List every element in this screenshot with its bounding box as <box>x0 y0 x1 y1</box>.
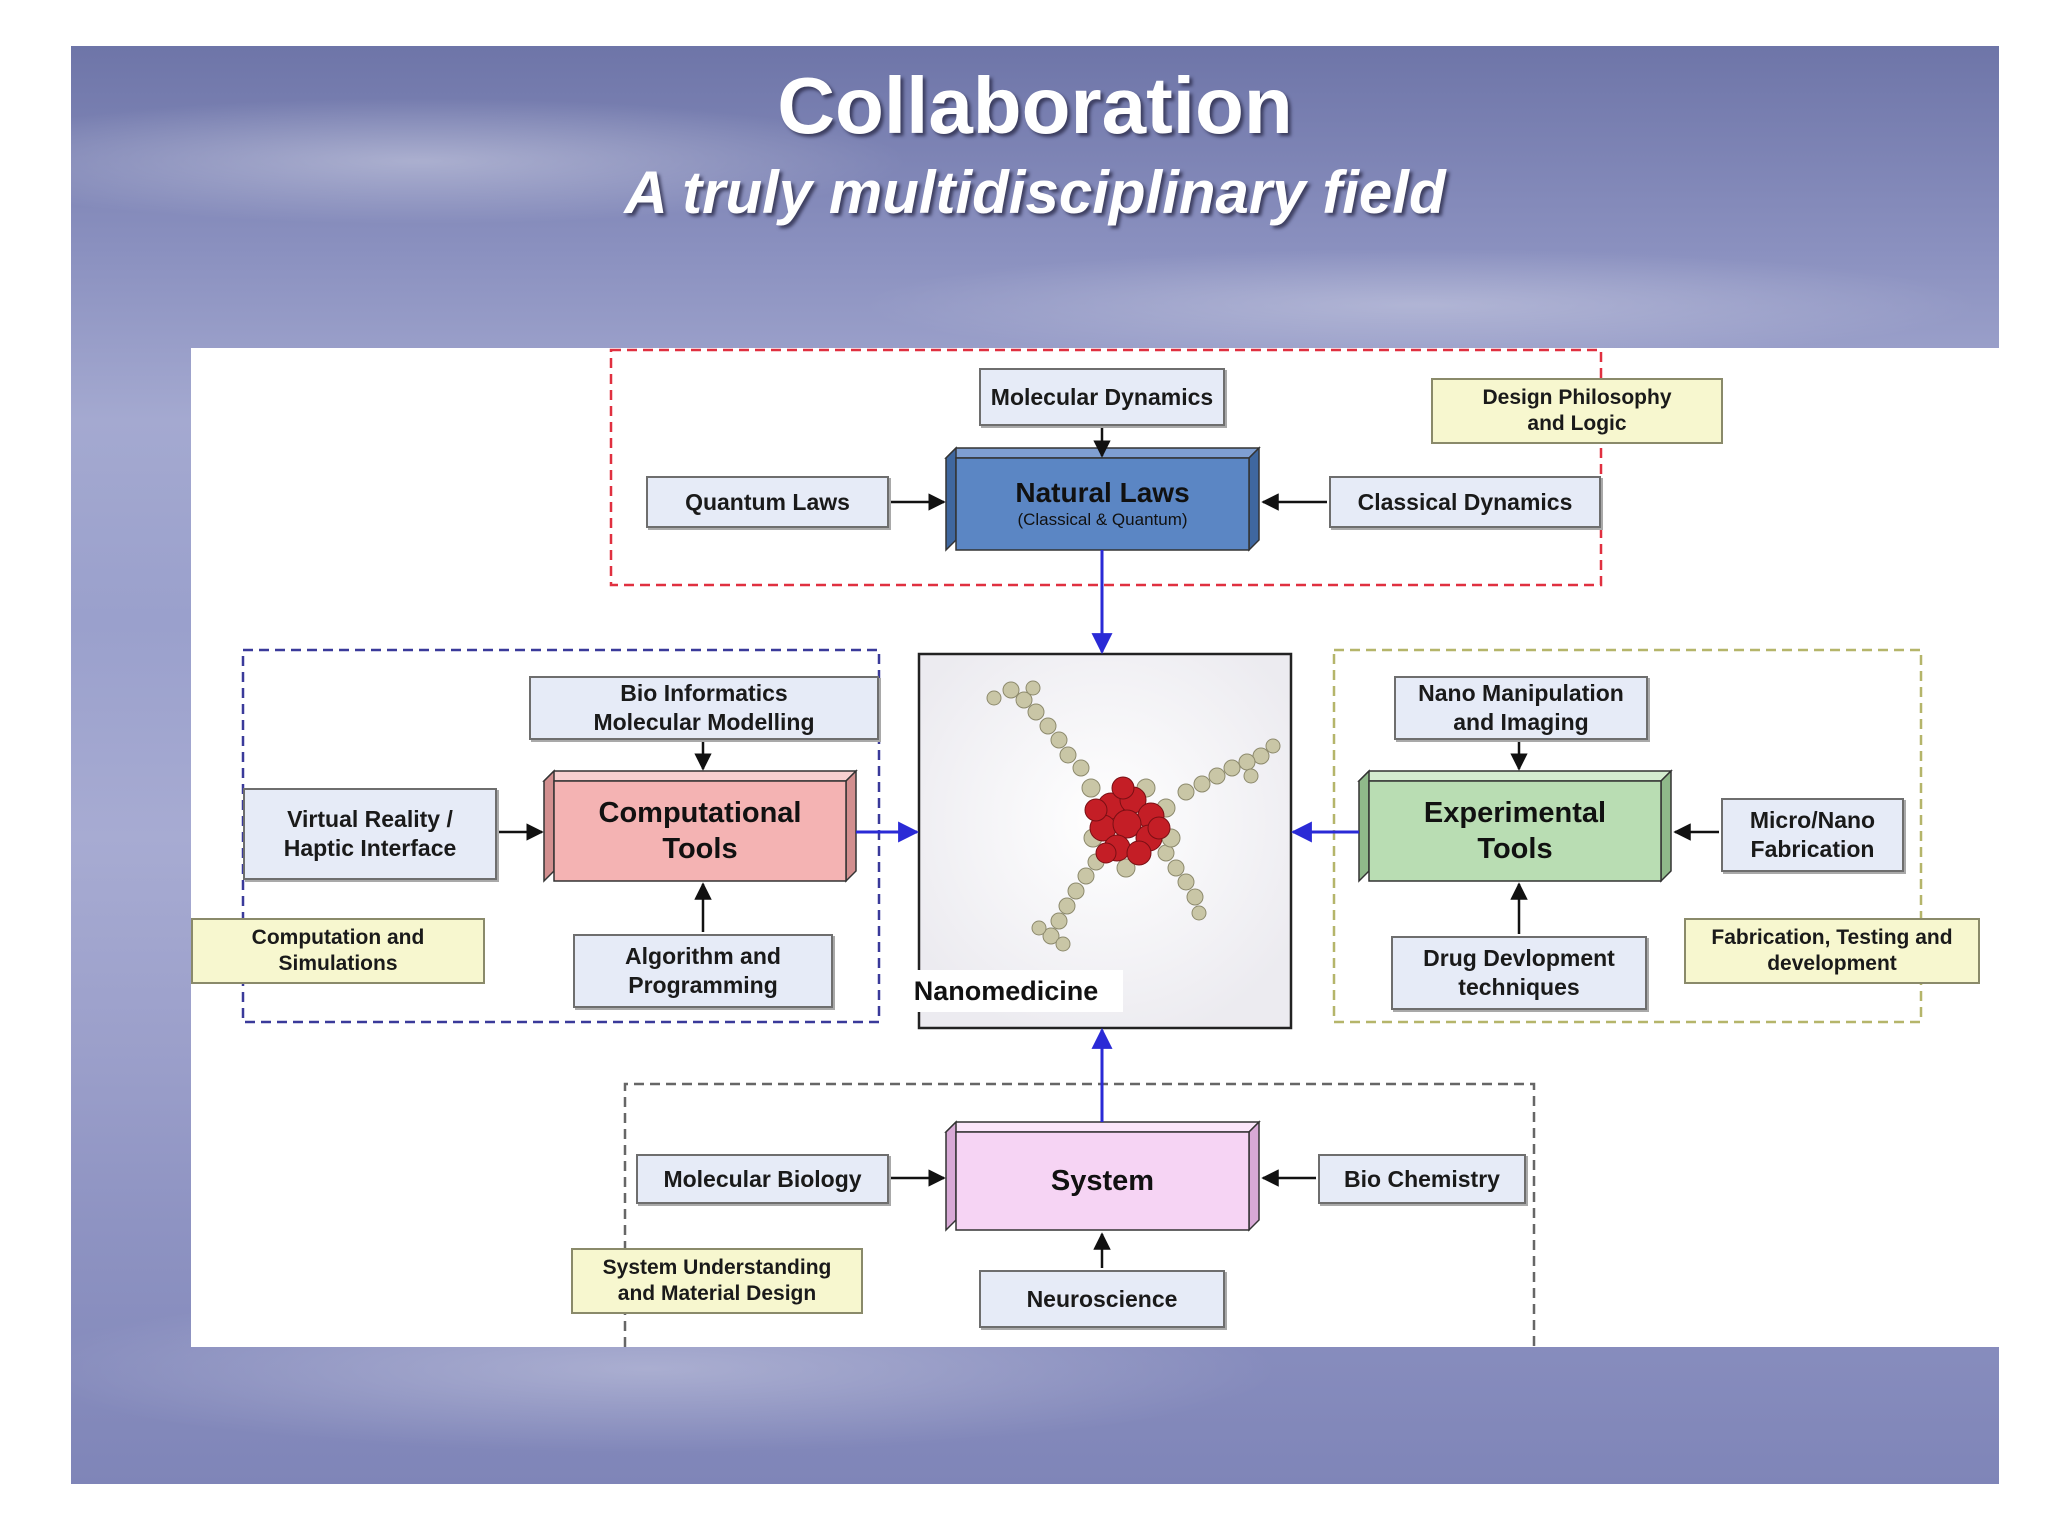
quantum-laws-box: Quantum Laws <box>646 476 889 528</box>
natural-laws-subtitle: (Classical & Quantum) <box>1017 510 1188 529</box>
molecular-biology-box: Molecular Biology <box>636 1154 889 1204</box>
slide: Collaboration A truly multidisciplinary … <box>71 46 1999 1484</box>
natural-laws-label: Natural Laws (Classical & Quantum) <box>956 458 1249 550</box>
group-natural-laws-outline <box>609 348 1603 587</box>
experimental-tools-label: Experimental Tools <box>1423 797 1607 865</box>
diagram-canvas: Natural Laws (Classical & Quantum) Compu… <box>191 348 1999 1347</box>
virtual-reality-box: Virtual Reality / Haptic Interface <box>243 788 497 880</box>
computation-simulations-note: Computation and Simulations <box>191 918 485 984</box>
slide-subtitle: A truly multidisciplinary field <box>624 159 1446 226</box>
experimental-tools-block <box>1357 769 1673 883</box>
system-block <box>944 1120 1261 1232</box>
bio-chemistry-box: Bio Chemistry <box>1318 1154 1526 1204</box>
computational-tools-block <box>542 769 858 883</box>
diagram-graphics <box>241 348 1923 1347</box>
natural-laws-block <box>944 446 1261 552</box>
slide-title: Collaboration <box>777 61 1293 150</box>
group-system-outline <box>623 1082 1536 1347</box>
nano-manipulation-box: Nano Manipulation and Imaging <box>1394 676 1648 740</box>
fabrication-testing-note: Fabrication, Testing and development <box>1684 918 1980 984</box>
drug-development-box: Drug Devlopment techniques <box>1391 936 1647 1010</box>
nanoparticle-illustration <box>986 680 1281 952</box>
system-label: System <box>1050 1164 1155 1197</box>
classical-dynamics-box: Classical Dynamics <box>1329 476 1601 528</box>
computational-tools-label: Computational Tools <box>598 797 802 865</box>
natural-laws-title: Natural Laws <box>1015 477 1190 508</box>
molecular-dynamics-box: Molecular Dynamics <box>979 368 1225 426</box>
group-experimental-outline <box>1332 648 1923 1024</box>
bio-informatics-box: Bio Informatics Molecular Modelling <box>529 676 879 740</box>
system-understanding-note: System Understanding and Material Design <box>571 1248 863 1314</box>
neuroscience-box: Neuroscience <box>979 1270 1225 1328</box>
micro-nano-fabrication-box: Micro/Nano Fabrication <box>1721 798 1904 872</box>
design-philosophy-note: Design Philosophy and Logic <box>1431 378 1723 444</box>
nanomedicine-label: Nanomedicine <box>889 970 1123 1012</box>
algorithm-programming-box: Algorithm and Programming <box>573 934 833 1008</box>
